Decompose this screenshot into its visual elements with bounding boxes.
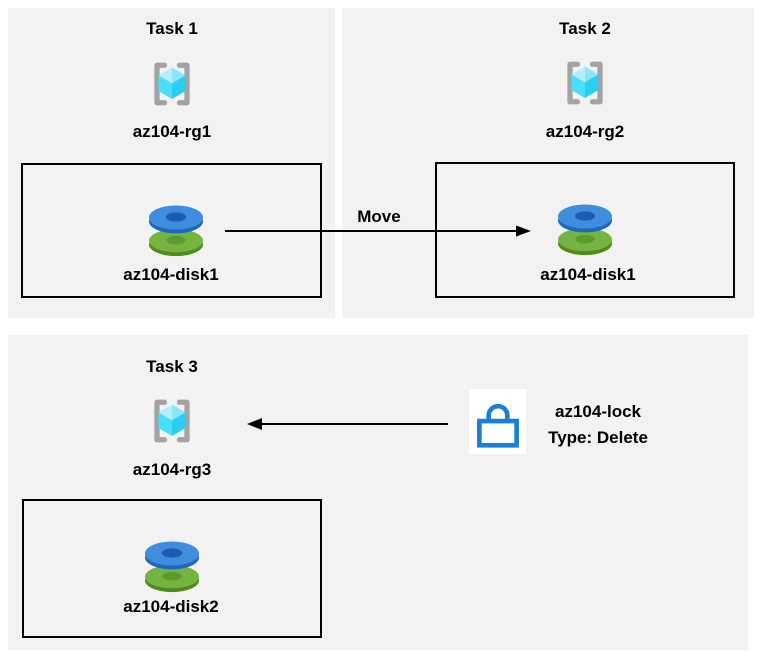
task1-title: Task 1 xyxy=(146,19,198,38)
resource-group-icon xyxy=(145,394,199,448)
task2-title: Task 2 xyxy=(559,19,611,38)
task3-title: Task 3 xyxy=(146,357,198,376)
disk-icon xyxy=(145,204,207,258)
task3-disk-box xyxy=(22,499,322,638)
lock-name: az104-lock xyxy=(555,402,641,421)
task3-panel xyxy=(8,335,748,650)
disk-label: az104-disk2 xyxy=(123,597,219,616)
resource-group-icon xyxy=(558,56,612,110)
disk-label: az104-disk1 xyxy=(123,265,219,284)
resource-group-icon xyxy=(145,57,199,111)
disk-label: az104-disk1 xyxy=(540,265,636,284)
move-arrow xyxy=(225,225,531,237)
lock-arrow xyxy=(247,418,448,430)
resource-group-label: az104-rg3 xyxy=(132,460,212,479)
resource-group-label: az104-rg2 xyxy=(545,122,625,141)
resource-group-label: az104-rg1 xyxy=(132,122,212,141)
lock-tile xyxy=(469,389,526,454)
move-arrow-label: Move xyxy=(357,207,401,226)
lock-type: Type: Delete xyxy=(548,428,648,447)
disk-icon xyxy=(141,540,203,594)
disk-icon xyxy=(554,203,616,257)
